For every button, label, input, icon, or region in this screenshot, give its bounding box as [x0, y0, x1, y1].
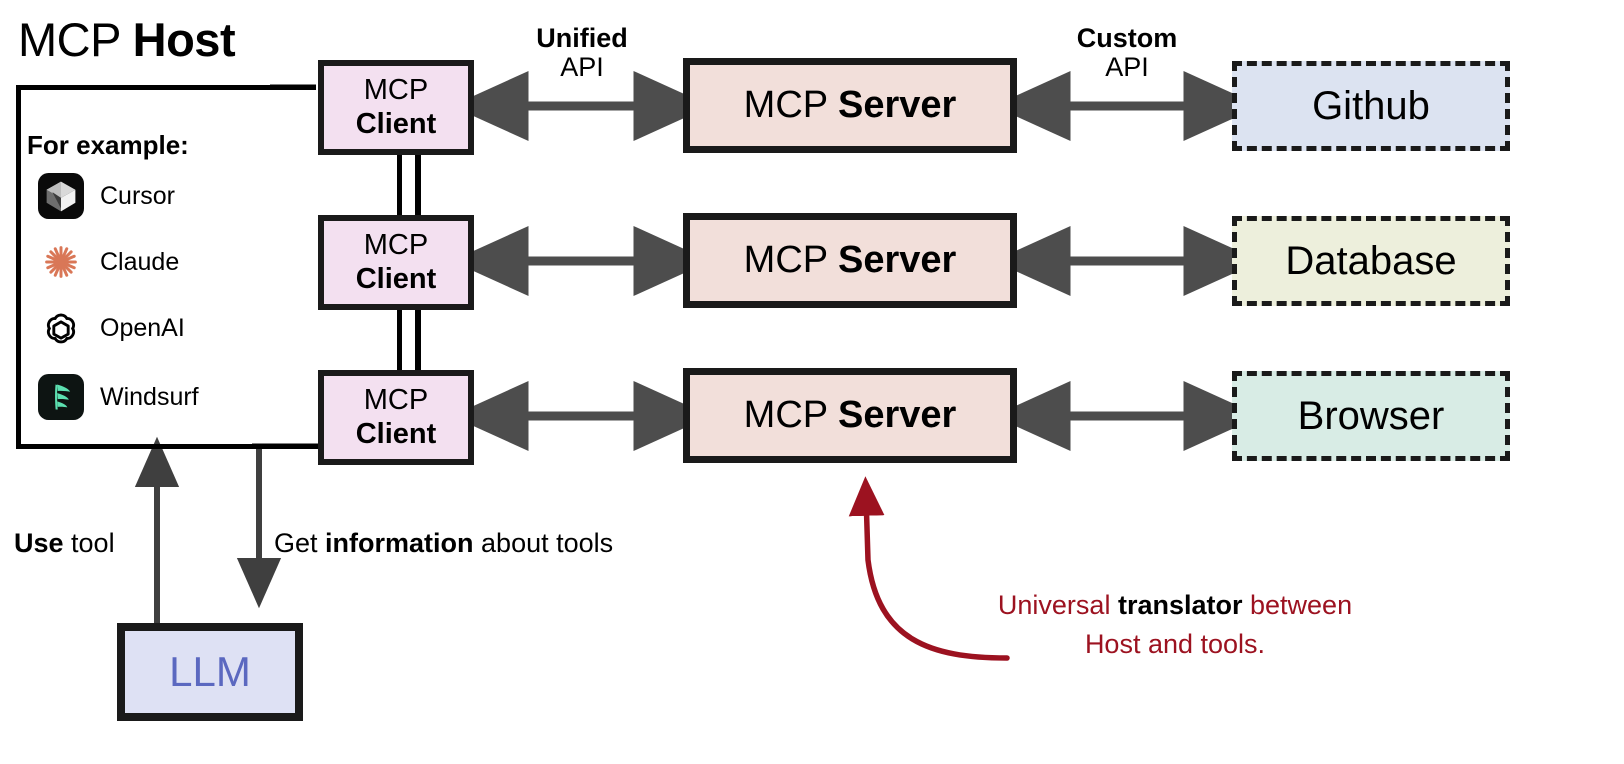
example-app-label: Windsurf — [100, 382, 199, 411]
edge-label-line1: Unified — [536, 23, 628, 53]
mcp-server-label-regular: MCP — [743, 239, 838, 281]
flow-label-bold: Use — [14, 528, 64, 558]
mcp-client-label: MCP Client — [356, 74, 437, 141]
edge-label-line2: API — [1105, 52, 1149, 83]
edge-label-line1: Custom — [1076, 23, 1178, 53]
mcp-server-box-2[interactable]: MCP Server — [683, 213, 1017, 308]
mcp-client-label-regular: MCP — [363, 74, 429, 107]
annotation-bold: translator — [1117, 590, 1243, 620]
flow-label-regular: tool — [63, 528, 115, 558]
mcp-client-label-bold: Client — [355, 417, 437, 450]
tool-label: Database — [1285, 238, 1457, 283]
mcp-server-label-regular: MCP — [743, 394, 838, 436]
mcp-client-box-2[interactable]: MCP Client — [318, 215, 474, 310]
mcp-server-label-bold: Server — [838, 394, 957, 436]
flow-label-bold: information — [325, 528, 474, 558]
mcp-server-box-1[interactable]: MCP Server — [683, 58, 1017, 153]
example-app-label: OpenAI — [100, 313, 185, 342]
flow-label-pre: Get — [274, 528, 326, 558]
example-app-label: Claude — [100, 247, 180, 276]
mcp-client-label-regular: MCP — [363, 229, 429, 262]
example-app-label: Cursor — [100, 181, 176, 210]
mcp-client-label: MCP Client — [356, 229, 437, 296]
mcp-server-label: MCP Server — [744, 239, 957, 282]
example-app-cursor: Cursor — [38, 170, 175, 222]
openai-icon — [46, 313, 76, 344]
flow-label-get-information: Get information about tools — [274, 530, 613, 557]
mcp-client-label: MCP Client — [356, 384, 437, 451]
mcp-client-label-regular: MCP — [363, 384, 429, 417]
mcp-server-label-regular: MCP — [743, 84, 838, 126]
tool-box-github[interactable]: Github — [1232, 61, 1510, 151]
example-app-claude: Claude — [38, 236, 179, 288]
edge-label-unified-api: Unified API — [457, 23, 707, 83]
example-app-windsurf: Windsurf — [38, 371, 199, 423]
windsurf-icon — [38, 374, 84, 420]
claude-icon — [45, 246, 77, 278]
tool-box-browser[interactable]: Browser — [1232, 371, 1510, 461]
annotation-pre: Universal — [997, 590, 1118, 620]
for-example-label: For example: — [27, 130, 189, 160]
mcp-client-label-bold: Client — [355, 262, 437, 295]
mcp-client-box-1[interactable]: MCP Client — [318, 60, 474, 155]
mcp-server-box-3[interactable]: MCP Server — [683, 368, 1017, 463]
annotation-line-1: Universal translator between — [998, 590, 1352, 620]
llm-label: LLM — [169, 648, 251, 695]
mcp-server-label: MCP Server — [744, 84, 957, 127]
tool-box-database[interactable]: Database — [1232, 216, 1510, 306]
mcp-client-box-3[interactable]: MCP Client — [318, 370, 474, 465]
mcp-server-label-bold: Server — [838, 239, 957, 281]
tool-label: Browser — [1297, 393, 1445, 438]
edge-label-custom-api: Custom API — [1002, 23, 1252, 83]
mcp-server-label-bold: Server — [838, 84, 957, 126]
tool-label: Github — [1312, 83, 1430, 128]
flow-label-post: about tools — [473, 528, 614, 558]
annotation-text: Universal translator between Host and to… — [955, 586, 1395, 664]
llm-box[interactable]: LLM — [117, 623, 303, 721]
page-title: MCP Host — [18, 13, 236, 66]
mcp-client-label-bold: Client — [355, 107, 437, 140]
page-title-bold: Host — [132, 13, 236, 66]
annotation-post: between — [1242, 590, 1353, 620]
example-app-openai: OpenAI — [38, 302, 185, 354]
cursor-icon — [38, 173, 84, 219]
annotation-line-2: Host and tools. — [1084, 629, 1266, 660]
edge-label-line2: API — [560, 52, 604, 83]
mcp-server-label: MCP Server — [744, 394, 957, 437]
flow-label-use-tool: Use tool — [14, 530, 115, 557]
page-title-regular: MCP — [18, 13, 133, 66]
